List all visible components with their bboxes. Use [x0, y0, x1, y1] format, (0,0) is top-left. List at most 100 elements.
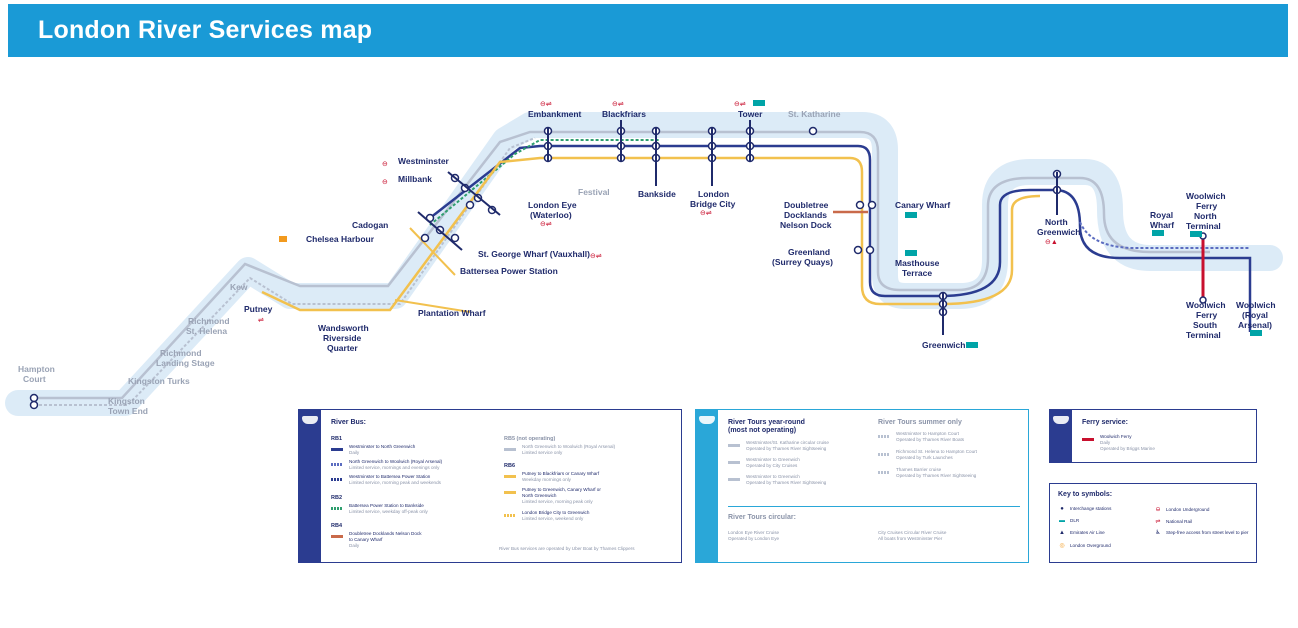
label-woolwich-arsenal: Woolwich [1236, 300, 1276, 310]
svg-text:(Waterloo): (Waterloo) [530, 210, 572, 220]
label-chelsea-harbour: Chelsea Harbour [306, 234, 375, 244]
boat-icon [302, 416, 318, 424]
svg-text:Town End: Town End [108, 406, 148, 416]
ferry-heading: Ferry service: [1082, 419, 1128, 426]
svg-text:Ferry: Ferry [1196, 201, 1218, 211]
svg-text:Bridge City: Bridge City [690, 199, 736, 209]
river-bus-heading: River Bus: [331, 419, 367, 426]
river-bus-legend: River Bus: RB1 Westminster to North Gree… [298, 409, 682, 563]
rb6-swatch-3 [504, 514, 516, 517]
key-item: ▲Emirates Air Line [1059, 530, 1105, 536]
label-st-george: St. George Wharf (Vauxhall) [478, 249, 590, 259]
svg-text:Terminal: Terminal [1186, 330, 1221, 340]
key-item: ⇌National Rail [1155, 519, 1193, 525]
title-banner: London River Services map [8, 4, 1288, 57]
underground-icon: ⊖⇌ [612, 101, 624, 108]
label-plantation-wharf: Plantation Wharf [418, 308, 486, 318]
key-item: ⊖London Underground [1155, 507, 1210, 513]
label-st-katharine: St. Katharine [788, 109, 841, 119]
label-bankside: Bankside [638, 189, 676, 199]
rb2-swatch [331, 507, 343, 510]
summer-tours-heading: River Tours summer only [878, 419, 962, 426]
overground-icon: ◎ [1059, 543, 1065, 549]
svg-text:Terminal: Terminal [1186, 221, 1221, 231]
rb5-label: RB5 (not operating) [504, 436, 556, 442]
svg-text:Terrace: Terrace [902, 268, 932, 278]
svg-text:Docklands: Docklands [784, 210, 827, 220]
dlr-icon: ▬ [1059, 518, 1065, 524]
rb6-label: RB6 [504, 463, 516, 469]
svg-text:Riverside: Riverside [323, 333, 362, 343]
svg-text:North: North [1194, 211, 1217, 221]
label-tower: Tower [738, 109, 763, 119]
svg-text:(Surrey Quays): (Surrey Quays) [772, 257, 833, 267]
label-kingston-turks: Kingston Turks [128, 376, 190, 386]
svg-text:(Royal: (Royal [1242, 310, 1268, 320]
boat-icon [699, 416, 715, 424]
label-embankment: Embankment [528, 109, 582, 119]
svg-text:St. Helena: St. Helena [186, 326, 227, 336]
circular-tours-heading: River Tours circular: [728, 514, 796, 521]
river-tours-heading: River Tours year-round [728, 419, 805, 426]
underground-icon: ⊖⇌ [590, 253, 602, 260]
rb4-label: RB4 [331, 523, 343, 529]
key-heading: Key to symbols: [1058, 491, 1113, 498]
svg-text:Wharf: Wharf [1150, 220, 1174, 230]
label-cadogan: Cadogan [352, 220, 388, 230]
label-putney: Putney [244, 304, 273, 314]
river-tours-legend: River Tours year-round (most not operati… [695, 409, 1029, 563]
label-greenland: Greenland [788, 247, 830, 257]
label-kingston-town-end: Kingston [108, 396, 145, 406]
ferry-strip [1050, 410, 1072, 462]
rb1-dashed-swatch [331, 463, 343, 466]
dlr-icon [905, 212, 917, 218]
key-item: ▬DLR [1059, 518, 1080, 524]
dlr-icon [1250, 330, 1262, 336]
svg-text:Court: Court [23, 374, 46, 384]
label-london-eye: London Eye [528, 200, 577, 210]
label-woolwich-north: Woolwich [1186, 191, 1226, 201]
svg-text:Greenwich: Greenwich [1037, 227, 1080, 237]
rb1-swatch [331, 448, 343, 451]
rb6-swatch-2 [504, 491, 516, 494]
dlr-icon [1152, 230, 1164, 236]
walk-icon: ♿ [1155, 530, 1161, 536]
label-royal-wharf: Royal [1150, 210, 1173, 220]
rb2-line [429, 139, 660, 226]
underground-icon: ⊖⇌ [540, 101, 552, 108]
dlr-icon [905, 250, 917, 256]
tours-divider [728, 506, 1020, 507]
river-tours-strip [696, 410, 718, 562]
dlr-icon [753, 100, 765, 106]
river-bus-strip [299, 410, 321, 562]
rb2-label: RB2 [331, 495, 343, 501]
underground-icon: ⊖⇌ [540, 221, 552, 228]
label-masthouse: Masthouse [895, 258, 940, 268]
label-wandsworth: Wandsworth [318, 323, 369, 333]
svg-text:Nelson Dock: Nelson Dock [780, 220, 832, 230]
airline-icon: ▲ [1059, 530, 1065, 536]
key-item: ♿Step-free access from street level to p… [1155, 530, 1249, 536]
svg-text:Landing Stage: Landing Stage [156, 358, 215, 368]
rb6-line [261, 156, 1041, 312]
rb6-swatch [504, 475, 516, 478]
label-london-bridge: London [698, 189, 729, 199]
river-tours-line [34, 130, 1210, 400]
label-festival: Festival [578, 187, 610, 197]
label-woolwich-south: Woolwich [1186, 300, 1226, 310]
interchange-icons: ⊖⇌ ⊖⇌ ⊖⇌ ⊖ ⊖ ⊖⇌ ⊖⇌ ⊖⇌ ⊖▲ ⇌ [258, 100, 1262, 348]
rb1-line [429, 144, 1252, 332]
ferry-swatch [1082, 438, 1094, 441]
rb6-branch-line [394, 227, 471, 313]
svg-text:Quarter: Quarter [327, 343, 358, 353]
key-item: ◎London Overground [1059, 543, 1111, 549]
label-greenwich: Greenwich [922, 340, 965, 350]
underground-icon: ⊖ [1155, 507, 1161, 513]
station-labels: Hampton Court Kingston Town End Kingston… [18, 109, 1276, 416]
underground-icon: ⊖ [382, 179, 388, 186]
dlr-icon [966, 342, 978, 348]
river-bus-footer: River Bus services are operated by Uber … [499, 546, 635, 551]
label-richmond-landing: Richmond [160, 348, 202, 358]
interchange-icon: ● [1060, 506, 1064, 512]
